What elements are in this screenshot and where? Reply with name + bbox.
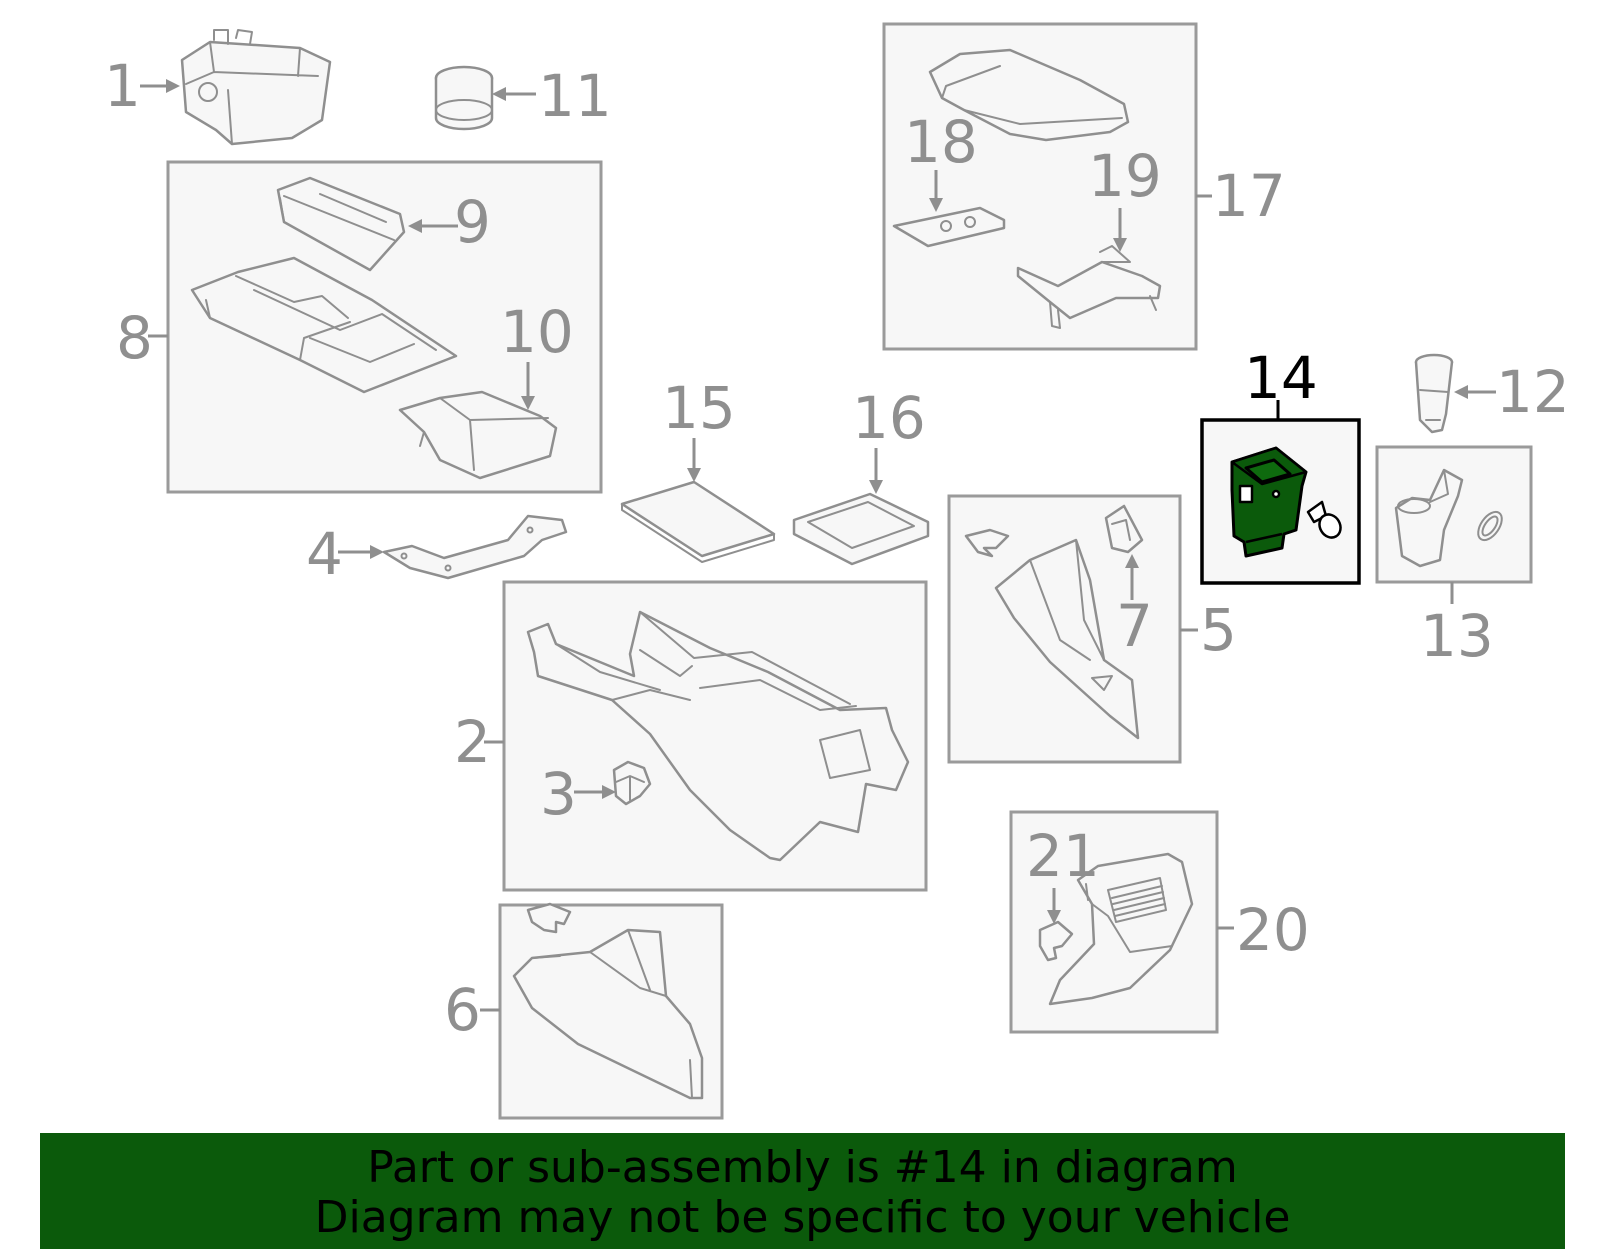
part-1-housing <box>180 29 332 146</box>
callout-13: 13 <box>1420 602 1494 670</box>
banner-line-1: Part or sub-assembly is #14 in diagram <box>367 1142 1238 1193</box>
part-4-bracket <box>382 514 568 580</box>
part-17-armrest-lid <box>928 48 1130 142</box>
callout-12: 12 <box>1496 358 1570 426</box>
part-2-console-body <box>526 610 910 862</box>
part-14-highlighted-unit <box>1230 446 1308 558</box>
callout-17: 17 <box>1212 162 1286 230</box>
info-banner: Part or sub-assembly is #14 in diagram D… <box>40 1133 1565 1249</box>
callout-16: 16 <box>852 384 926 452</box>
part-15-mat <box>620 480 776 563</box>
part-5-side-panel <box>994 538 1140 740</box>
callout-11: 11 <box>538 62 612 130</box>
callout-14-highlighted: 14 <box>1244 344 1318 412</box>
callout-18: 18 <box>904 108 978 176</box>
part-7-clip <box>1104 504 1144 554</box>
part-21-clip <box>1038 920 1074 962</box>
part-5-clip <box>964 528 1010 558</box>
callout-9: 9 <box>454 188 491 256</box>
callout-7: 7 <box>1116 592 1153 660</box>
part-6-clip <box>526 902 572 934</box>
callout-21: 21 <box>1026 822 1100 890</box>
part-12-socket <box>1414 353 1454 434</box>
part-16-tray-mat <box>792 492 930 566</box>
part-18-plate <box>892 206 1006 248</box>
leader-lines <box>140 79 1496 1012</box>
part-13-housing <box>1394 468 1464 568</box>
part-3-clip <box>612 760 652 806</box>
callout-20: 20 <box>1236 896 1310 964</box>
callout-19: 19 <box>1088 142 1162 210</box>
group-box-14-highlighted <box>1200 418 1361 585</box>
banner-line-2: Diagram may not be specific to your vehi… <box>314 1192 1291 1243</box>
callout-10: 10 <box>500 298 574 366</box>
callout-6: 6 <box>444 976 481 1044</box>
callout-8: 8 <box>116 304 153 372</box>
part-13-ring <box>1477 510 1503 542</box>
callout-5: 5 <box>1200 596 1237 664</box>
callout-15: 15 <box>662 374 736 442</box>
callout-3: 3 <box>540 760 577 828</box>
part-6-side-panel <box>512 928 704 1100</box>
part-9-tray <box>276 176 406 272</box>
part-20-rear-panel <box>1048 852 1194 1006</box>
part-19-hinge <box>1016 245 1162 329</box>
callout-numbers: 1 11 9 8 10 4 15 16 18 19 17 14 12 13 7 … <box>104 52 1570 1044</box>
part-11-cap <box>434 65 494 131</box>
callout-2: 2 <box>454 708 491 776</box>
callout-1: 1 <box>104 52 141 120</box>
callout-4: 4 <box>306 520 343 588</box>
part-8-panel <box>190 256 458 394</box>
part-10-bin <box>398 390 558 480</box>
part-14-screw <box>1306 500 1342 539</box>
